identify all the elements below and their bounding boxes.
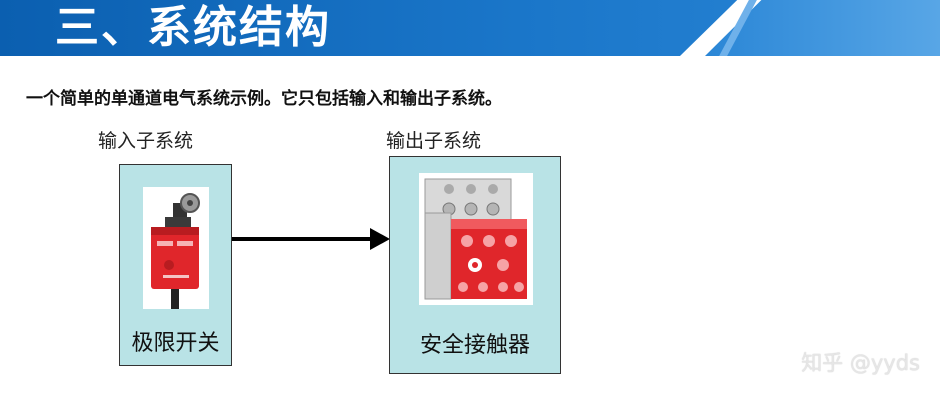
signal-arrow xyxy=(232,228,390,250)
safety-contactor-image xyxy=(419,173,533,305)
output-subsystem-label: 输出子系统 xyxy=(386,130,482,152)
zhihu-watermark: 知乎 @yyds xyxy=(801,351,920,375)
limit-switch-image xyxy=(143,187,209,309)
input-subsystem-label: 输入子系统 xyxy=(98,130,194,152)
input-subsystem-box: 极限开关 xyxy=(119,164,232,366)
output-subsystem-box: 安全接触器 xyxy=(389,156,561,374)
header-banner: 三、系统结构 xyxy=(0,0,940,56)
page-title: 三、系统结构 xyxy=(55,2,331,53)
intro-text: 一个简单的单通道电气系统示例。它只包括输入和输出子系统。 xyxy=(26,89,502,109)
safety-contactor-icon xyxy=(419,173,533,305)
safety-contactor-label: 安全接触器 xyxy=(419,333,530,358)
limit-switch-label: 极限开关 xyxy=(131,331,220,356)
limit-switch-icon xyxy=(143,187,209,309)
